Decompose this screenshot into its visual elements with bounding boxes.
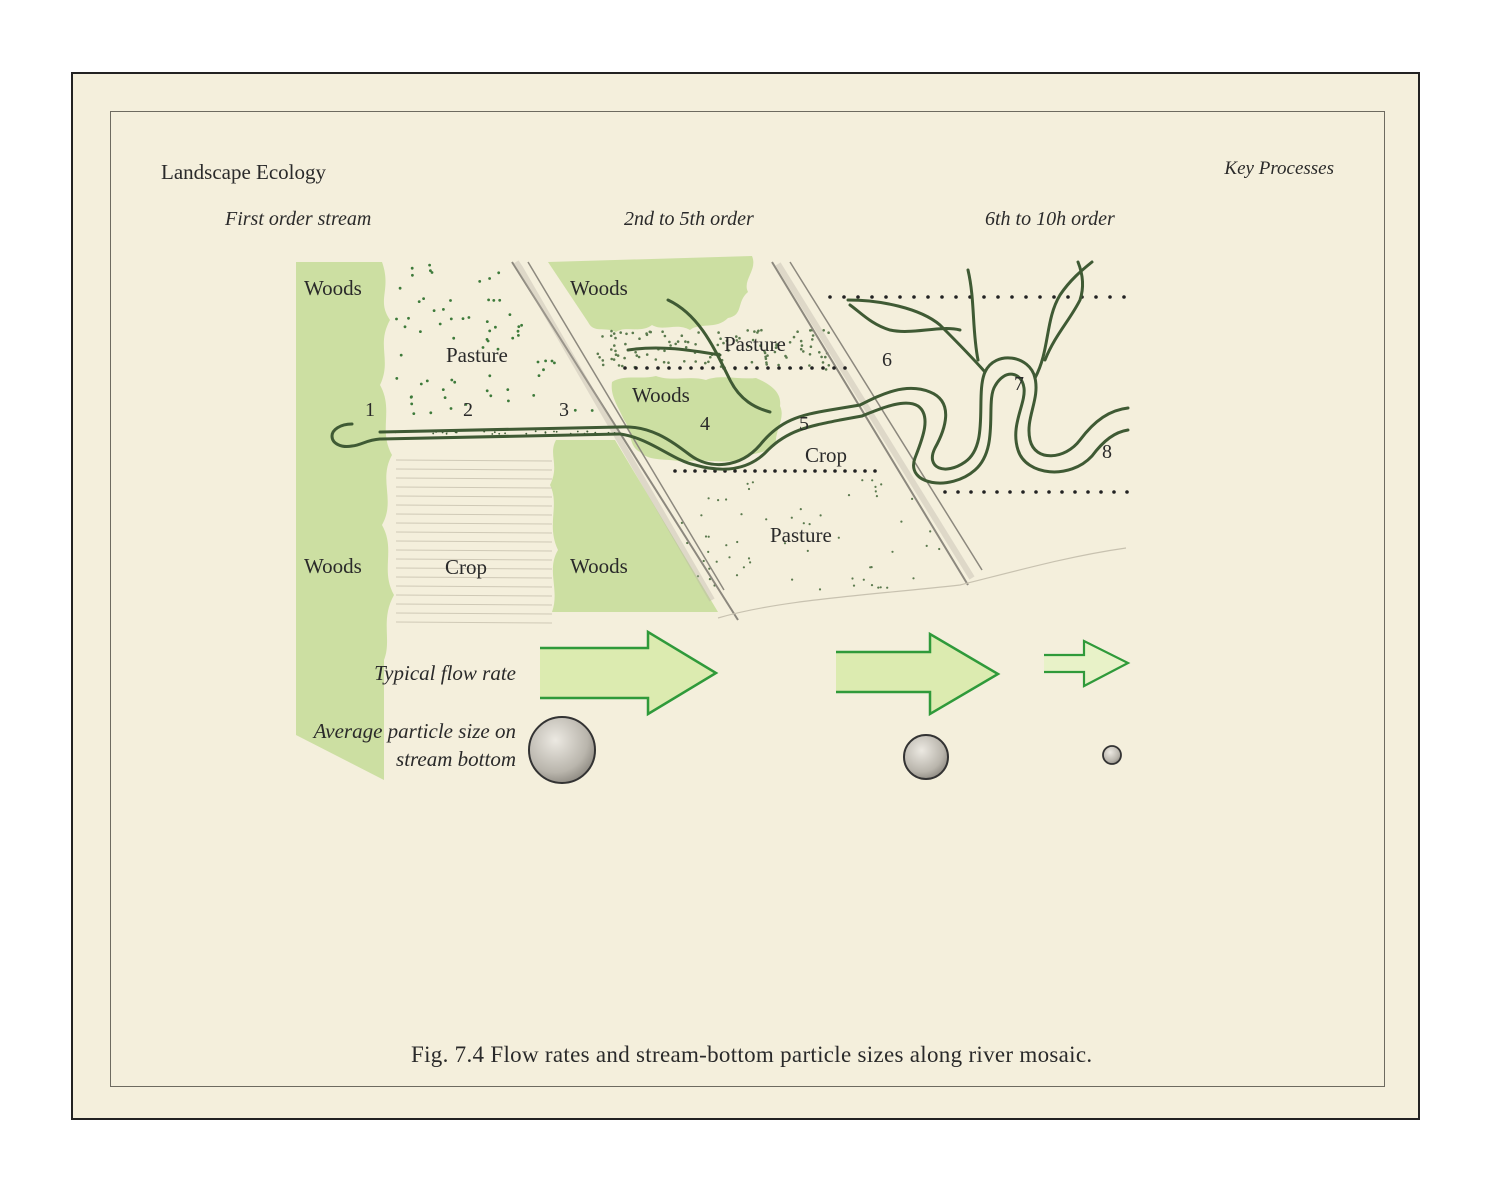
stream-stipple <box>394 430 616 435</box>
stream-point-6: 6 <box>882 349 892 371</box>
legend-flow-label: Typical flow rate <box>374 661 516 685</box>
landscape-edge <box>717 547 1127 619</box>
page-frame: Landscape Ecology Key Processes Fig. 7.4… <box>110 111 1385 1087</box>
road-right <box>771 261 983 586</box>
particle-large <box>528 716 596 784</box>
particle-medium <box>903 734 949 780</box>
header-right-title: Key Processes <box>1224 158 1334 179</box>
pasture-dots-mid <box>596 328 941 591</box>
stage-title-first: First order stream <box>224 208 371 230</box>
label-pasture-top-left: Pasture <box>446 343 508 367</box>
stream-point-3: 3 <box>559 399 569 421</box>
label-woods-top-left: Woods <box>304 276 362 300</box>
stage-title-third: 6th to 10h order <box>985 208 1115 230</box>
woods-patch-left <box>296 262 394 780</box>
woods-patch-bottom-mid <box>550 440 718 612</box>
label-crop-bottom-left: Crop <box>445 555 487 579</box>
label-woods-bottom-left: Woods <box>304 554 362 578</box>
label-pasture-mid: Pasture <box>724 332 786 356</box>
label-woods-bottom-mid: Woods <box>570 554 628 578</box>
header-left-title: Landscape Ecology <box>161 160 327 184</box>
stage-title-second: 2nd to 5th order <box>624 208 754 230</box>
stream-point-7: 7 <box>1014 373 1024 395</box>
particle-small <box>1102 745 1122 765</box>
flow-arrow-large <box>540 629 719 717</box>
legend-particle-label-line1: Average particle size on <box>312 719 516 743</box>
stream-point-1: 1 <box>365 399 375 421</box>
label-woods-top-mid: Woods <box>570 276 628 300</box>
label-crop-mid: Crop <box>805 443 847 467</box>
crop-lines-left <box>395 459 553 624</box>
flow-arrow-medium <box>836 631 1001 717</box>
label-pasture-bottom-mid: Pasture <box>770 523 832 547</box>
legend-particle-label-line2: stream bottom <box>396 747 516 771</box>
stream-point-8: 8 <box>1102 441 1112 463</box>
stream-point-2: 2 <box>463 399 473 421</box>
stream-point-4: 4 <box>700 413 710 435</box>
woods-patch-mid <box>611 376 782 462</box>
stream-point-5: 5 <box>799 413 809 435</box>
flow-arrow-small <box>1044 639 1131 688</box>
pasture-dots-left <box>395 263 594 415</box>
stream <box>330 260 1130 485</box>
figure-caption: Fig. 7.4 Flow rates and stream-bottom pa… <box>411 1042 1093 1067</box>
woods-patch-top-mid <box>548 256 754 332</box>
label-woods-mid: Woods <box>632 383 690 407</box>
book-page: Landscape Ecology Key Processes Fig. 7.4… <box>71 72 1420 1120</box>
